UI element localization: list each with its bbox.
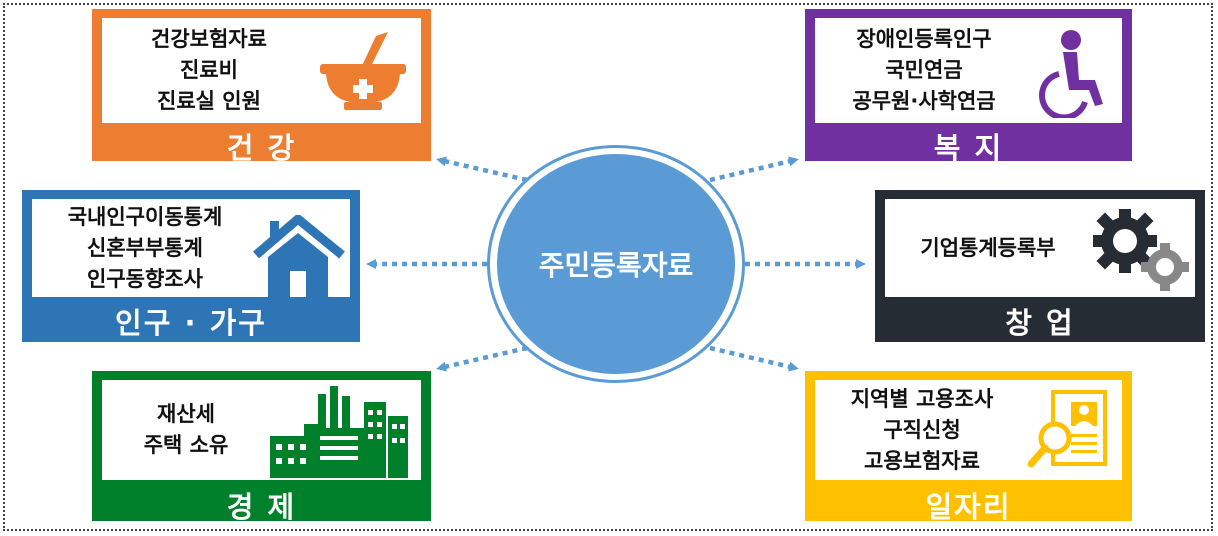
startup-line-1: 기업통계등록부 xyxy=(920,235,1056,260)
arrow-to-health xyxy=(436,156,528,183)
card-health: 건강보험자료 진료비 진료실 인원 건 강 xyxy=(92,9,431,165)
economy-title: 경 제 xyxy=(226,490,297,524)
center-hub: 주민등록자료 xyxy=(497,154,735,374)
card-jobs: 지역별 고용조사 구직신청 고용보험자료 일자리 xyxy=(805,371,1132,524)
population-line-2: 신혼부부통계 xyxy=(87,235,203,260)
mortar-pestle-icon xyxy=(320,32,406,110)
population-line-3: 인구동향조사 xyxy=(87,266,203,291)
startup-title: 창 업 xyxy=(1005,306,1075,340)
population-line-1: 국내인구이동통계 xyxy=(67,204,223,229)
welfare-line-1: 장애인등록인구 xyxy=(856,27,992,51)
health-line-1: 건강보험자료 xyxy=(151,27,267,51)
card-startup: 기업통계등록부 창 업 xyxy=(875,190,1205,342)
welfare-line-3: 공무원·사학연금 xyxy=(852,89,996,113)
jobs-line-2: 구직신청 xyxy=(883,417,961,442)
economy-line-2: 주택 소유 xyxy=(143,433,229,457)
diagram-frame xyxy=(3,3,1213,531)
health-title: 건 강 xyxy=(226,131,297,165)
population-title: 인구 · 가구 xyxy=(115,306,267,340)
jobs-line-3: 고용보험자료 xyxy=(864,448,980,473)
card-welfare: 장애인등록인구 국민연금 공무원·사학연금 복 지 xyxy=(805,9,1132,165)
house-icon xyxy=(253,215,345,297)
jobs-title: 일자리 xyxy=(925,490,1012,524)
arrow-to-jobs xyxy=(709,345,799,372)
resume-search-icon xyxy=(1027,390,1107,468)
welfare-line-2: 국민연금 xyxy=(885,58,963,82)
health-line-2: 진료비 xyxy=(180,58,238,82)
center-label: 주민등록자료 xyxy=(538,249,694,282)
card-population: 국내인구이동통계 신혼부부통계 인구동향조사 인구 · 가구 xyxy=(22,190,360,342)
economy-line-1: 재산세 xyxy=(157,402,215,426)
factory-icon xyxy=(270,386,408,478)
arrow-to-economy xyxy=(436,345,528,372)
arrow-to-welfare xyxy=(709,156,799,183)
welfare-title: 복 지 xyxy=(933,131,1004,165)
jobs-line-1: 지역별 고용조사 xyxy=(850,386,994,411)
gears-icon xyxy=(1093,209,1189,291)
card-economy: 재산세 주택 소유 경 제 xyxy=(92,371,431,524)
wheelchair-icon xyxy=(1039,30,1103,118)
health-line-3: 진료실 인원 xyxy=(157,89,261,113)
